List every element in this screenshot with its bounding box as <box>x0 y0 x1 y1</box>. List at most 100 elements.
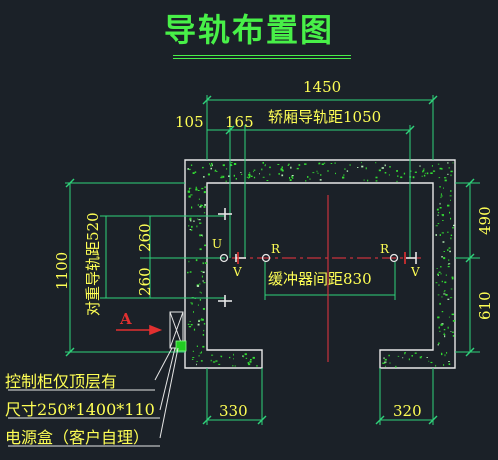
hatch-dot <box>281 166 283 169</box>
hatch-dot <box>305 180 307 182</box>
hatch-dot <box>212 164 213 167</box>
hatch-dot <box>441 352 443 354</box>
hatch-dot <box>388 354 390 357</box>
hatch-dot <box>233 358 234 360</box>
hatch-dot <box>188 260 190 263</box>
hatch-dot <box>190 324 193 326</box>
hatch-dot <box>452 162 454 164</box>
hatch-dot <box>278 173 280 175</box>
hatch-dot <box>426 172 429 175</box>
hatch-dot <box>448 363 451 365</box>
hatch-dot <box>437 316 440 319</box>
hatch-dot <box>396 170 398 172</box>
hatch-dot <box>443 257 446 260</box>
hatch-dot <box>441 256 443 258</box>
hatch-dot <box>269 166 271 169</box>
red-markers <box>237 252 406 264</box>
hatch-dot <box>447 298 450 300</box>
hatch-dot <box>423 168 425 170</box>
hatch-dot <box>262 176 265 178</box>
hatch-dot <box>437 273 439 275</box>
hatch-dot <box>438 271 441 273</box>
hatch-dot <box>199 248 202 251</box>
hatch-dot <box>199 291 201 293</box>
hatch-dot <box>321 163 324 165</box>
hatch-dot <box>440 266 442 268</box>
counterweight-rails <box>218 208 232 307</box>
hatch-dot <box>438 284 440 286</box>
section-marker-a: A <box>120 310 132 328</box>
hatch-dot <box>444 335 446 338</box>
hatch-dot <box>253 176 256 179</box>
hatch-dot <box>195 188 198 191</box>
hatch-dot <box>448 361 450 362</box>
hatch-dot <box>426 357 428 358</box>
hatch-dot <box>448 263 451 265</box>
hatch-dot <box>191 302 193 305</box>
hatch-dot <box>447 162 449 164</box>
hatch-dot <box>452 335 455 337</box>
hatch-dot <box>438 177 441 179</box>
hatch-dot <box>193 220 195 222</box>
hatch-dot <box>441 353 443 356</box>
hatch-dot <box>411 355 413 357</box>
hatch-dot <box>451 313 454 316</box>
hatch-dot <box>384 172 387 174</box>
hatch-dot <box>452 227 455 229</box>
note-leaders <box>8 347 179 447</box>
hatch-dot <box>188 187 190 190</box>
hatch-dot <box>441 296 443 298</box>
hatch-dot <box>233 163 237 165</box>
hatch-dot <box>400 176 403 179</box>
hatch-dot <box>375 180 378 182</box>
hatch-dot <box>430 172 433 174</box>
hatch-dot <box>435 364 437 367</box>
hatch-dot <box>361 165 364 168</box>
hatch-dot <box>290 166 292 169</box>
hatch-dot <box>389 362 391 364</box>
hatch-dot <box>378 169 381 172</box>
hatch-dot <box>240 172 242 173</box>
centerlines <box>232 195 425 362</box>
hatch-dot <box>442 215 444 217</box>
hatch-dot <box>198 198 200 200</box>
wall-hatch <box>187 162 456 368</box>
hatch-dot <box>204 262 208 264</box>
hatch-dot <box>430 361 433 364</box>
hatch-dot <box>440 195 443 197</box>
hatch-dot <box>250 359 252 361</box>
hatch-dot <box>357 167 359 168</box>
dim-bottom-left-width: 330 <box>219 402 248 420</box>
hatch-dot <box>210 164 212 167</box>
hatch-dot <box>450 190 452 192</box>
hatch-dot <box>232 365 234 367</box>
dim-car-rail-gauge: 轿厢导轨距1050 <box>268 108 382 126</box>
hatch-dot <box>200 204 203 207</box>
hatch-dot <box>298 164 301 166</box>
hatch-dot <box>281 174 284 177</box>
hatch-dot <box>437 214 439 216</box>
hatch-dot <box>233 353 234 356</box>
hatch-dot <box>218 363 221 365</box>
hatch-dot <box>192 357 195 358</box>
hatch-dot <box>451 277 454 280</box>
hatch-dot <box>444 179 447 182</box>
hatch-dot <box>440 196 442 199</box>
hatch-dot <box>375 162 377 164</box>
hatch-dot <box>203 329 205 332</box>
hatch-dot <box>195 259 198 262</box>
hatch-dot <box>410 170 412 172</box>
hatch-dot <box>248 363 251 366</box>
hatch-dot <box>196 361 198 362</box>
hatch-dot <box>388 174 390 176</box>
hatch-dot <box>408 358 410 361</box>
note-power-box: 电源盒（客户自理） <box>5 428 150 447</box>
hatch-dot <box>197 190 200 191</box>
hatch-dot <box>197 323 200 326</box>
hatch-dot <box>245 357 248 359</box>
hatch-dot <box>437 163 440 165</box>
hatch-dot <box>450 234 453 236</box>
hatch-dot <box>395 365 397 368</box>
hatch-dot <box>231 164 233 166</box>
dim-left-offset-105: 105 <box>175 113 204 131</box>
